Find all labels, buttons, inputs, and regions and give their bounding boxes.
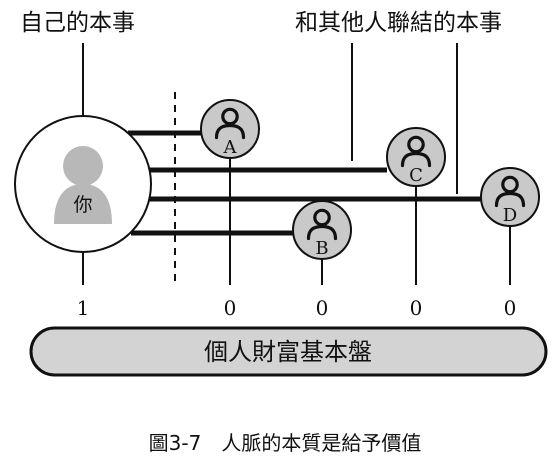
node-c-letter: C: [409, 165, 423, 186]
base-label: 個人財富基本盤: [204, 338, 372, 366]
node-c-value: 0: [410, 296, 423, 320]
node-b-letter: B: [315, 238, 328, 259]
person-node-a: A: [200, 99, 260, 159]
node-a-value: 0: [224, 296, 237, 320]
connection-ability-label: 和其他人聯結的本事: [295, 10, 502, 36]
person-node-b: B: [292, 200, 352, 260]
person-silhouette-icon: [54, 146, 112, 224]
figure-caption: 圖3-7 人脈的本質是給予價值: [149, 431, 422, 455]
person-node-d: D: [480, 167, 540, 227]
node-d-letter: D: [503, 205, 517, 226]
you-node: 你: [14, 115, 152, 253]
person-node-c: C: [386, 127, 446, 187]
node-a-letter: A: [223, 137, 238, 158]
self-ability-label: 自己的本事: [20, 10, 135, 36]
personal-wealth-base-bar: 個人財富基本盤: [29, 326, 548, 377]
node-d-value: 0: [504, 296, 517, 320]
self-value: 1: [77, 296, 90, 320]
node-b-value: 0: [316, 296, 329, 320]
you-label: 你: [73, 194, 92, 216]
